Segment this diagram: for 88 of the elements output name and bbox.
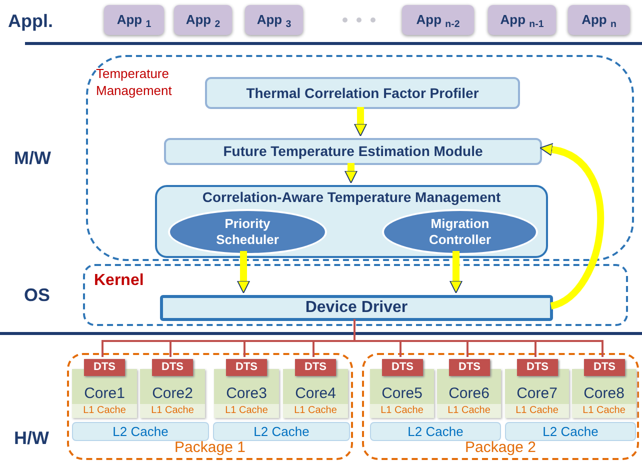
block-arrow [237,251,250,294]
core-label: Core2 [152,385,193,403]
package-region [362,353,639,460]
cache-bar [72,422,209,441]
driver-label: Device Driver [305,298,408,318]
core-label: Core1 [84,385,125,403]
sensor-box [152,359,193,376]
package-region [67,353,353,460]
layer-label: Appl. [8,10,53,33]
driver-box [160,295,553,321]
sensor-box [584,359,625,376]
cache-bar [505,422,636,441]
ellipse-label: Priority Scheduler [215,216,280,248]
core-box [140,369,205,418]
sensor-label: DTS [236,360,258,376]
ellipse-label: Migration Controller [428,216,492,248]
module-label: Future Temperature Estimation Module [223,142,483,161]
sensor-label: DTS [162,360,184,376]
block-arrow [344,163,358,184]
package-label: Package 2 [464,439,537,457]
cache-bar [213,422,350,441]
region-title: Kernel [94,271,144,291]
package-label: Package 1 [174,439,246,457]
cache-label: L2 Cache [408,424,464,440]
l1-cache-band: L1 Cache [370,404,434,418]
dashed-region [86,55,634,261]
app-box [568,5,630,35]
sensor-box [84,359,125,376]
sensor-label: DTS [392,360,414,376]
app-box [104,5,164,35]
l1-cache-band: L1 Cache [505,404,569,418]
cache-label: L2 Cache [254,424,310,440]
module-title: Correlation-Aware Temperature Management [201,188,502,207]
sensor-box [449,359,490,376]
dashed-region [83,264,628,326]
cache-label: L2 Cache [112,424,168,440]
app-label: App $_{1}$ [116,11,152,30]
l1-cache-band: L1 Cache [140,404,205,418]
sensor-box [226,359,267,376]
connector-line [354,319,604,357]
module-box [164,138,542,165]
app-box [245,5,303,35]
sensor-box [295,359,336,376]
block-arrow [540,143,604,310]
core-box [283,369,348,418]
sensor-box [382,359,423,376]
app-box [488,5,556,35]
app-label: App $_{n-2}$ [416,11,460,30]
layer-label: OS [24,284,50,307]
cache-label: L2 Cache [542,424,598,440]
l1-cache-band: L1 Cache [214,404,279,418]
core-box [572,369,636,418]
sensor-label: DTS [526,360,548,376]
app-box [174,5,232,35]
l1-cache-band: L1 Cache [437,404,501,418]
core-label: Core7 [516,385,558,403]
app-label: App $_{n-1}$ [500,11,544,30]
core-label: Core3 [226,385,267,403]
app-label: App $_{n}$ [582,11,616,30]
app-label: App $_{2}$ [186,11,220,30]
module-label: Thermal Correlation Factor Profiler [246,84,479,102]
core-box [214,369,279,418]
region-title: Temperature Management [96,65,173,99]
module-box [155,185,548,258]
core-label: Core6 [448,385,490,403]
module-box [205,77,520,109]
app-label: App $_{3}$ [256,11,292,30]
block-arrow [354,107,367,136]
core-label: Core4 [295,385,336,403]
l1-cache-band: L1 Cache [572,404,636,418]
sensor-label: DTS [458,360,480,376]
core-box [505,369,569,418]
sensor-label: DTS [94,360,116,376]
sensor-label: DTS [594,360,616,376]
core-label: Core5 [382,385,422,403]
core-label: Core8 [584,385,624,403]
layer-label: H/W [14,427,49,450]
l1-cache-band: L1 Cache [72,404,137,418]
core-box [72,369,137,418]
core-box [370,369,434,418]
layer-label: M/W [14,147,51,170]
core-box [437,369,501,418]
l1-cache-band: L1 Cache [283,404,348,418]
sensor-box [517,359,558,376]
sensor-label: DTS [304,360,326,376]
cache-bar [370,422,501,441]
app-box [402,5,474,35]
block-arrow [450,251,462,294]
